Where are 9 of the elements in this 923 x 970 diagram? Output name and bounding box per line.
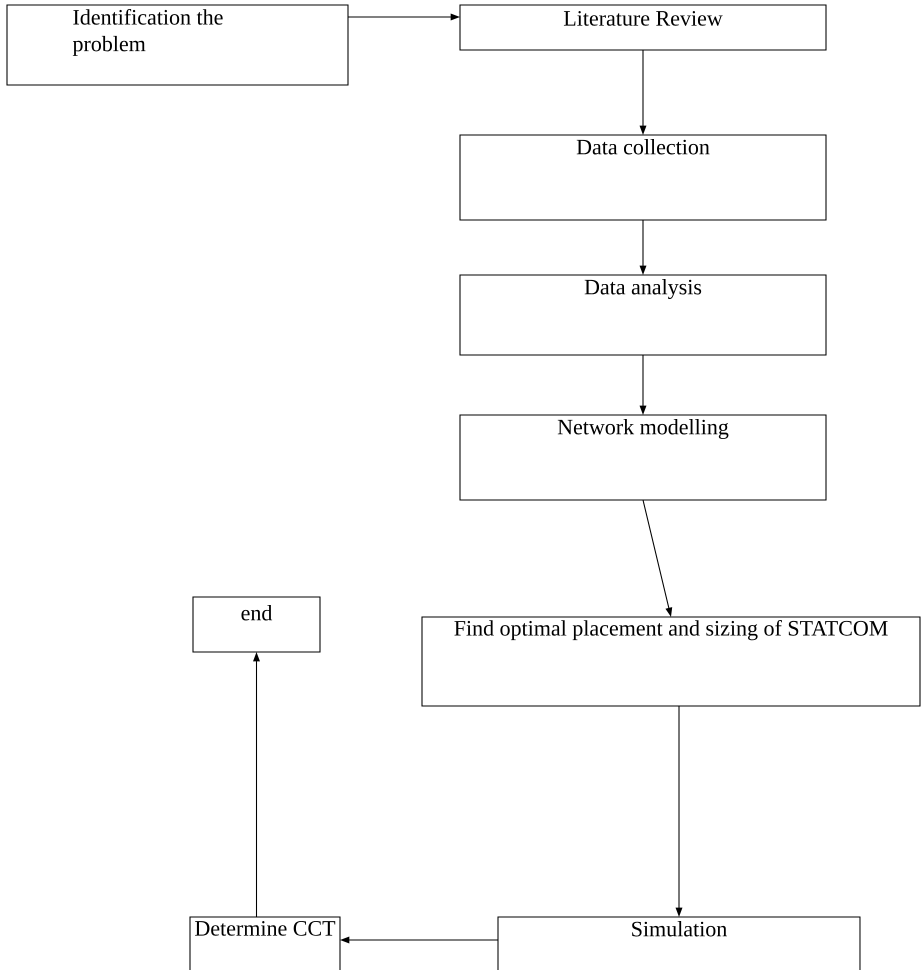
process-box: Determine CCT	[189, 916, 341, 970]
process-box: end	[192, 596, 321, 653]
process-box: Data analysis	[459, 274, 827, 356]
process-box: Identification the problem	[6, 4, 349, 86]
process-box: Literature Review	[459, 4, 827, 51]
process-box: Data collection	[459, 134, 827, 221]
process-box: Find optimal placement and sizing of STATCOM	[421, 616, 921, 707]
process-box: Simulation	[497, 916, 861, 970]
process-box: Network modelling	[459, 414, 827, 501]
